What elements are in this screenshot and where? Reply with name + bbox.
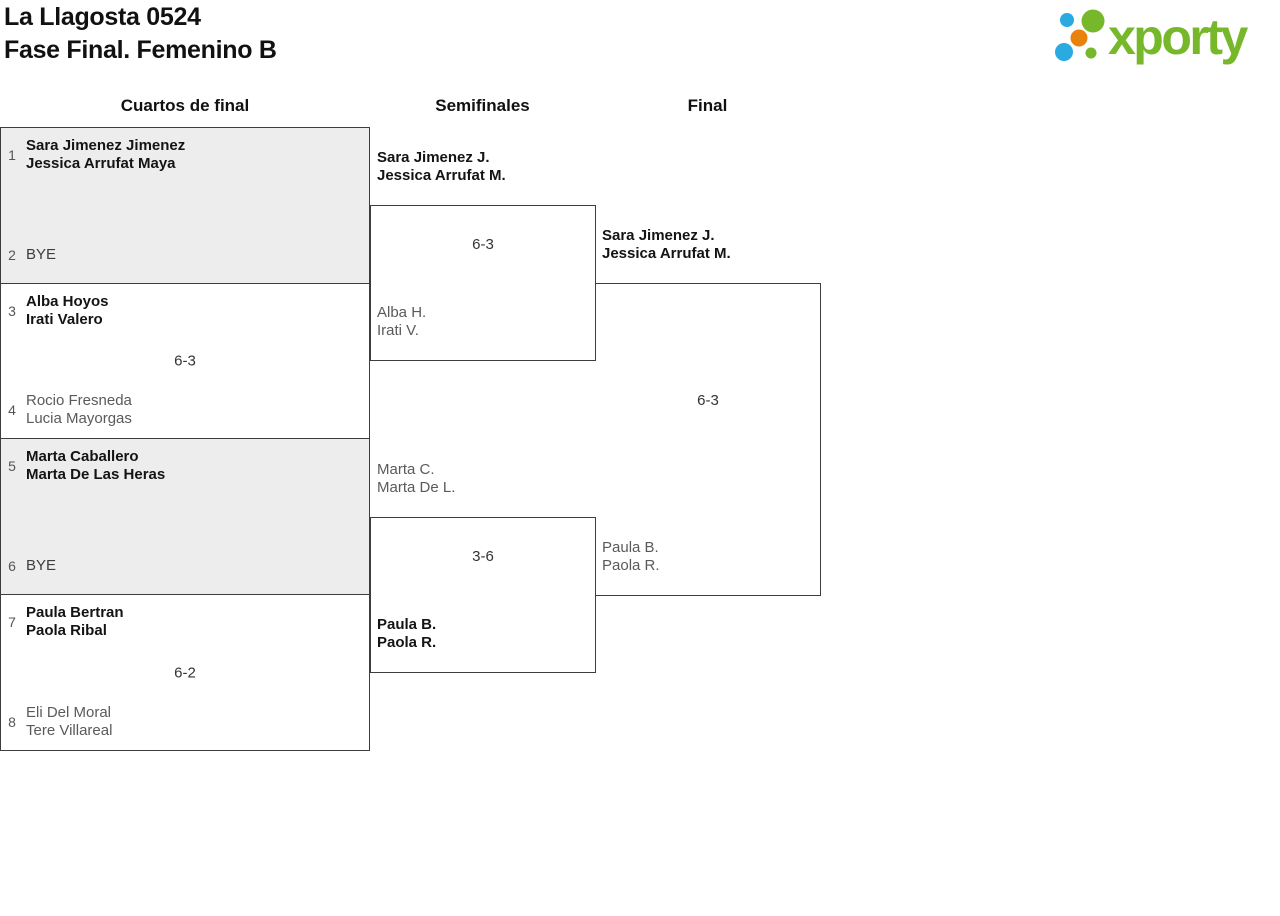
team-name: Irati Valero [26, 311, 103, 328]
team-name: Jessica Arrufat Maya [26, 155, 176, 172]
team-name: Paula B. [602, 539, 659, 556]
team-name: Alba Hoyos [26, 293, 109, 310]
team-name: Irati V. [377, 322, 419, 339]
team-name: Alba H. [377, 304, 427, 321]
sf2-bottom-team: Paula B. Paola R. [377, 616, 587, 652]
sf1-score: 6-3 [472, 236, 494, 253]
team-name: Marta De Las Heras [26, 466, 166, 483]
sf2-top-team: Marta C. Marta De L. [377, 461, 587, 497]
match-score: 6-3 [174, 352, 196, 370]
match-box-qf3: 5 Marta Caballero Marta De Las Heras 6 B… [0, 438, 370, 595]
team-pair: Sara Jimenez Jimenez Jessica Arrufat May… [26, 137, 361, 173]
logo-wordmark: xporty [1108, 9, 1249, 65]
tournament-name: La Llagosta 0524 [4, 3, 201, 31]
seed-number: 6 [8, 558, 16, 574]
round-header-quarterfinals: Cuartos de final [120, 96, 250, 115]
xporty-logo-graphic: xporty [1055, 9, 1251, 65]
team-pair: Rocio Fresneda Lucia Mayorgas [26, 392, 361, 428]
seed-number: 4 [8, 402, 16, 418]
xporty-logo: xporty [1048, 4, 1280, 68]
team-name: Lucia Mayorgas [26, 410, 132, 427]
team-pair: Marta Caballero Marta De Las Heras [26, 448, 361, 484]
round-header-final: Final [687, 96, 728, 115]
match-box-qf1: 1 Sara Jimenez Jimenez Jessica Arrufat M… [0, 127, 370, 284]
team-name: Paola R. [377, 634, 437, 651]
team-pair: Alba Hoyos Irati Valero [26, 293, 361, 329]
team-name: Paola R. [602, 557, 660, 574]
final-bottom-team: Paula B. Paola R. [602, 539, 812, 575]
team-pair: BYE [26, 548, 361, 584]
match-box-qf4: 7 Paula Bertran Paola Ribal 6-2 8 Eli De… [0, 594, 370, 751]
match-box-final [595, 283, 821, 596]
sf2-score: 3-6 [472, 548, 494, 565]
team-name: Sara Jimenez J. [377, 149, 490, 166]
phase-category: Fase Final. Femenino B [4, 36, 277, 64]
seed-number: 2 [8, 247, 16, 263]
seed-number: 3 [8, 303, 16, 319]
team-name: Paula B. [377, 616, 437, 633]
team-name: Jessica Arrufat M. [377, 167, 506, 184]
seed-number: 7 [8, 614, 16, 630]
team-name: Eli Del Moral [26, 704, 112, 721]
page-title: La Llagosta 0524 Fase Final. Femenino B [4, 1, 277, 67]
team-name: BYE [26, 246, 57, 263]
team-name: Sara Jimenez J. [602, 227, 715, 244]
team-name: Tere Villareal [26, 722, 113, 739]
match-box-qf2: 3 Alba Hoyos Irati Valero 6-3 4 Rocio Fr… [0, 283, 370, 439]
team-pair: Paula Bertran Paola Ribal [26, 604, 361, 640]
sf1-top-team: Sara Jimenez J. Jessica Arrufat M. [377, 149, 587, 185]
sf1-bottom-team: Alba H. Irati V. [377, 304, 587, 340]
seed-number: 5 [8, 458, 16, 474]
team-name: Rocio Fresneda [26, 392, 132, 409]
team-name: Marta De L. [377, 479, 456, 496]
team-pair: BYE [26, 237, 361, 273]
seed-number: 8 [8, 714, 16, 730]
final-score: 6-3 [697, 392, 719, 409]
team-pair: Eli Del Moral Tere Villareal [26, 704, 361, 740]
match-score: 6-2 [174, 664, 196, 681]
seed-number: 1 [8, 147, 16, 163]
round-header-semifinals: Semifinales [435, 96, 530, 115]
team-name: Jessica Arrufat M. [602, 245, 731, 262]
final-top-team: Sara Jimenez J. Jessica Arrufat M. [602, 227, 812, 263]
team-name: Marta C. [377, 461, 435, 478]
team-name: Paula Bertran [26, 604, 124, 621]
team-name: Sara Jimenez Jimenez [26, 137, 186, 154]
team-name: Marta Caballero [26, 448, 139, 465]
team-name: BYE [26, 557, 57, 574]
team-name: Paola Ribal [26, 622, 107, 639]
logo-dots-icon [1055, 9, 1105, 61]
